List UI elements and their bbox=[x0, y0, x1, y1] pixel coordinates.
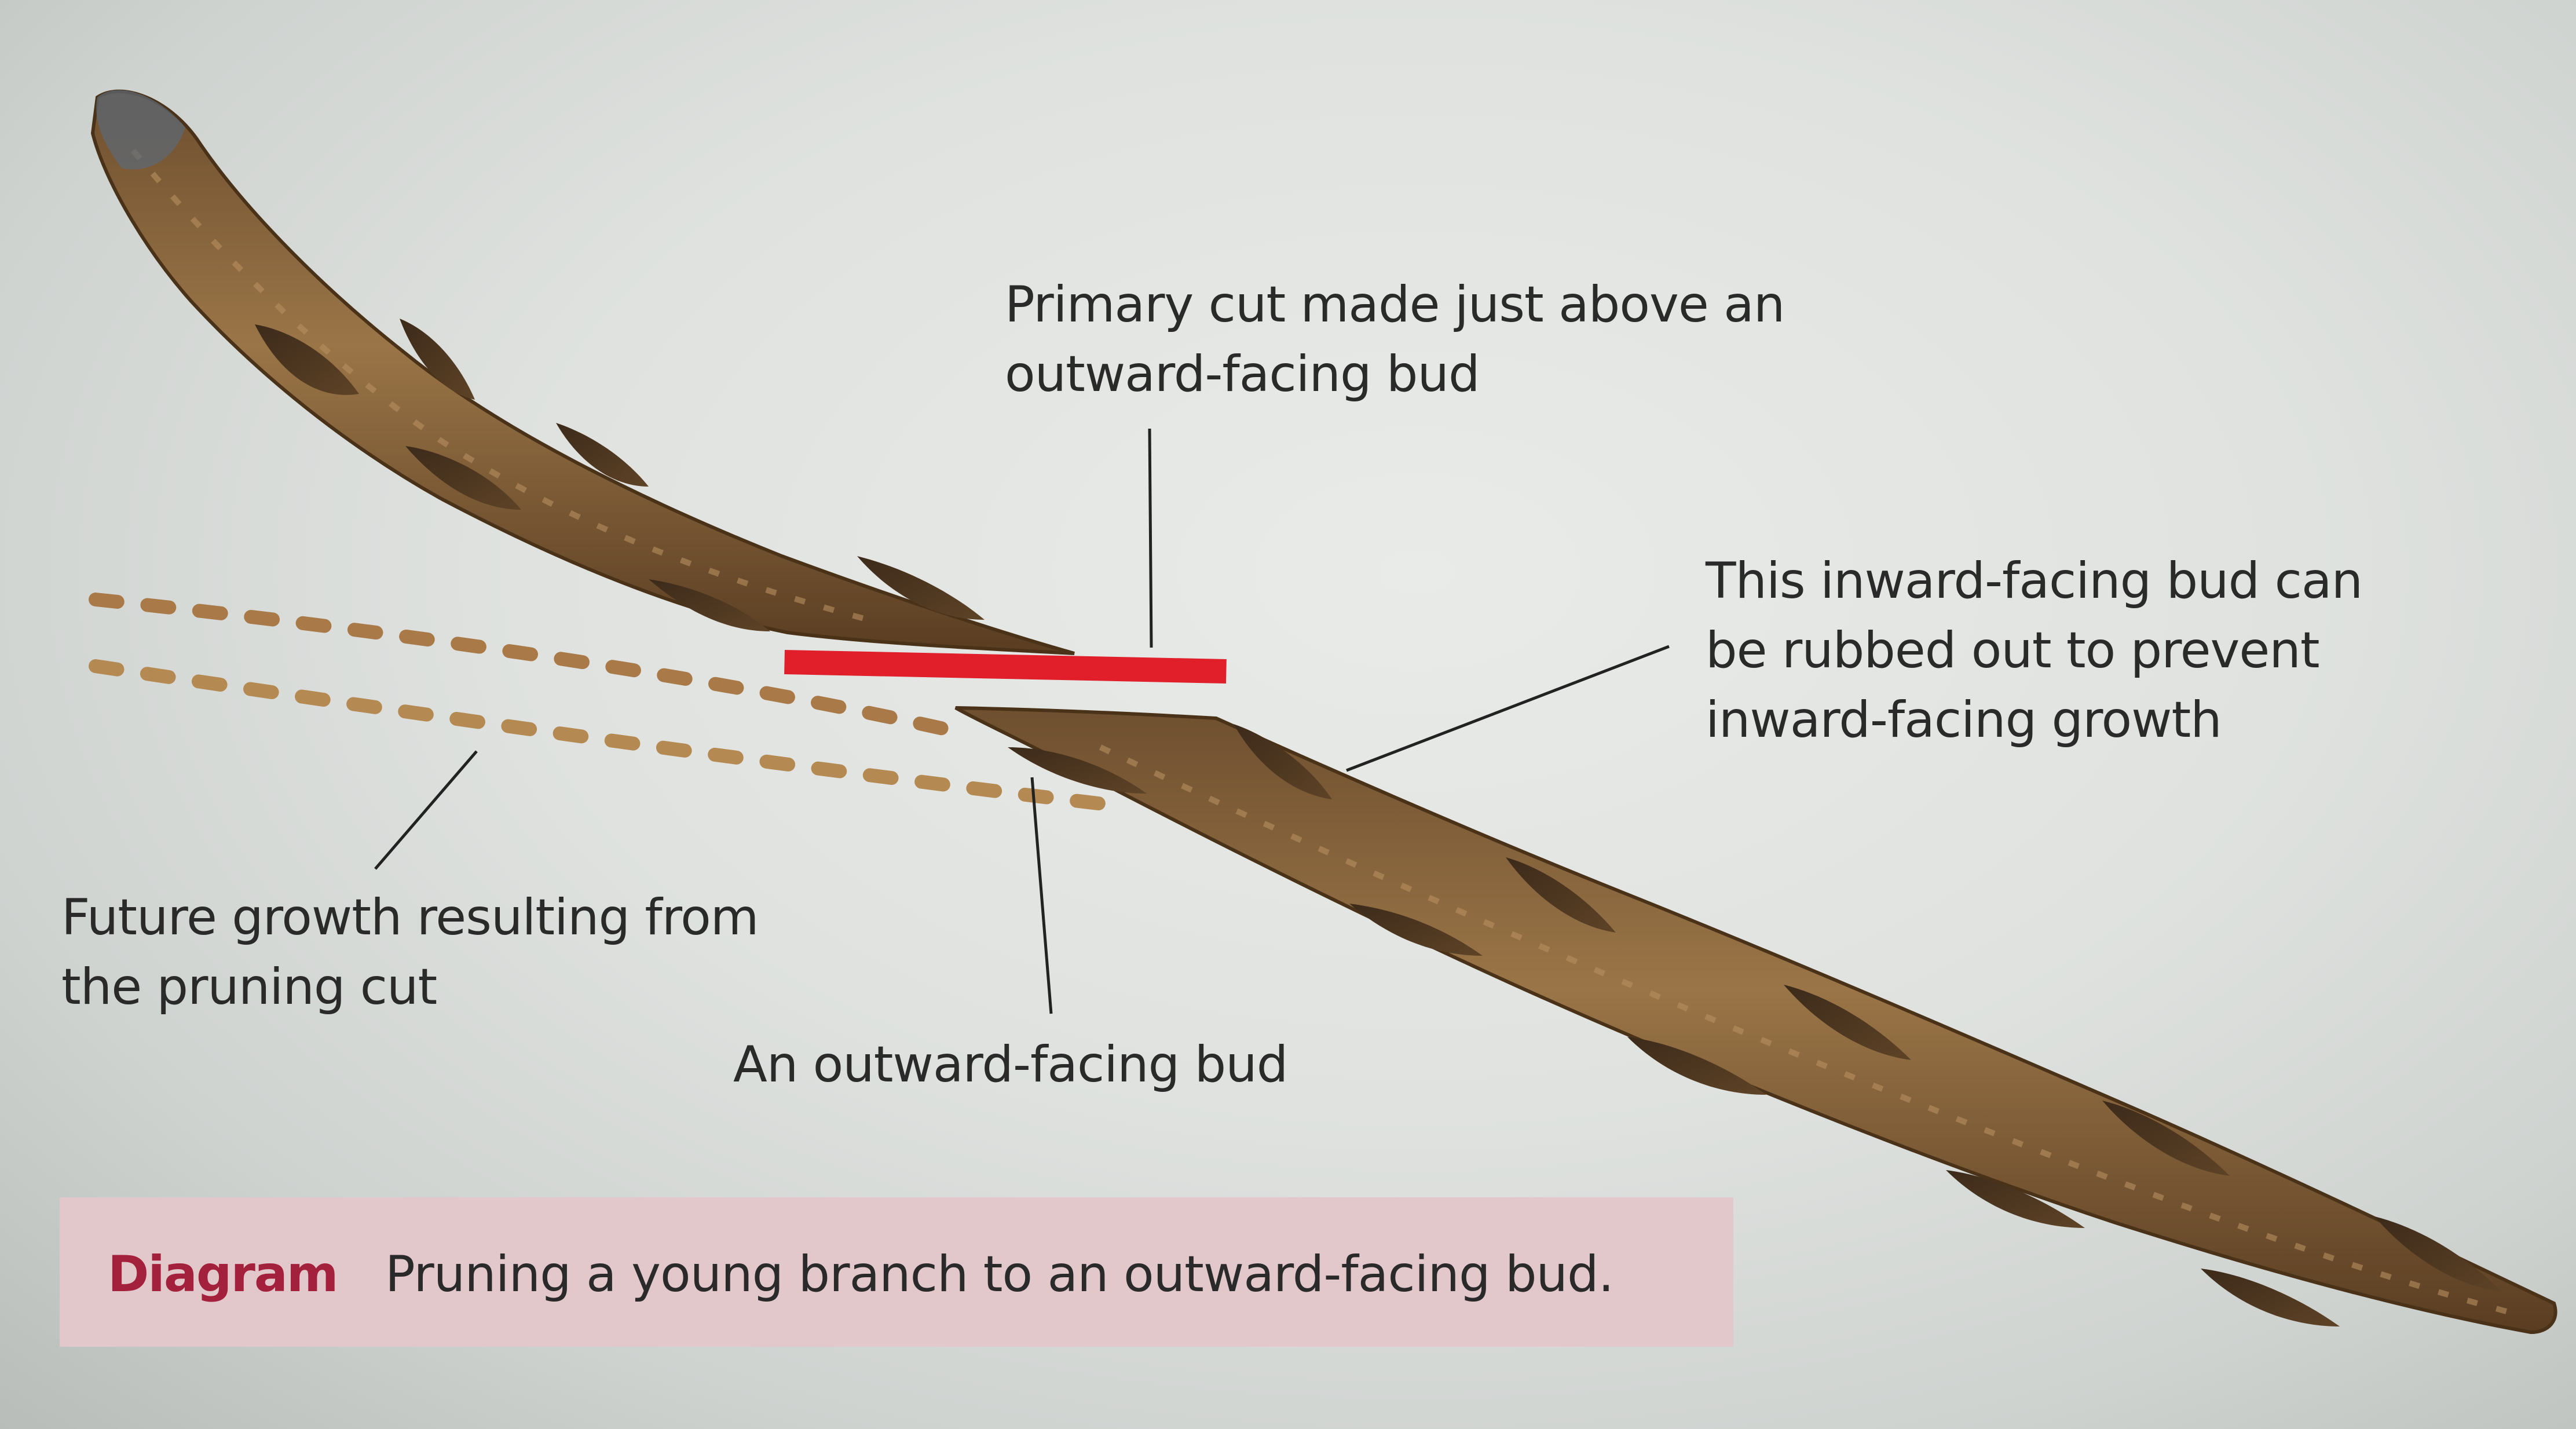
leader-inward-bud bbox=[1346, 645, 1670, 772]
label-future-growth-line-2: the pruning cut bbox=[61, 958, 437, 1016]
bud-lower-1 bbox=[1349, 904, 1483, 956]
bud-upper-5 bbox=[649, 579, 770, 631]
leader-lines bbox=[374, 428, 1670, 1014]
label-future-growth: Future growth resulting from the pruning… bbox=[61, 883, 759, 1022]
bud-lower-2 bbox=[1506, 857, 1616, 933]
bud-lower-7 bbox=[2201, 1269, 2340, 1326]
upper-branch-texture bbox=[131, 148, 870, 623]
caption-box bbox=[60, 1197, 1733, 1347]
label-primary-cut-line-1: Primary cut made just above an bbox=[1005, 276, 1785, 334]
upper-branch bbox=[90, 89, 1075, 655]
lower-branch bbox=[954, 706, 2557, 1335]
label-future-growth-line-1: Future growth resulting from bbox=[61, 889, 759, 946]
label-inward-bud-line-2: be rubbed out to prevent bbox=[1706, 622, 2320, 679]
leader-outward-bud bbox=[1030, 777, 1053, 1014]
label-inward-bud-line-3: inward-facing growth bbox=[1706, 691, 2222, 749]
primary-cut-line bbox=[784, 650, 1227, 684]
bud-upper-6 bbox=[857, 556, 985, 620]
future-growth-line-lower bbox=[89, 659, 1130, 813]
bud-upper-4 bbox=[556, 423, 649, 487]
upper-branch-body bbox=[90, 89, 1075, 655]
bud-upper-1 bbox=[255, 324, 359, 395]
leader-future-growth bbox=[374, 750, 478, 870]
label-inward-bud: This inward-facing bud can be rubbed out… bbox=[1706, 546, 2363, 755]
bud-upper-3 bbox=[405, 446, 521, 510]
upper-branch-tip bbox=[96, 90, 185, 170]
inward-bud bbox=[1234, 724, 1332, 799]
future-growth-line-upper bbox=[89, 593, 968, 740]
caption-text: Pruning a young branch to an outward-fac… bbox=[385, 1245, 1614, 1303]
outward-bud bbox=[1008, 747, 1147, 794]
bud-lower-5 bbox=[1946, 1170, 2085, 1228]
caption-tag: Diagram bbox=[108, 1245, 339, 1303]
label-outward-bud-text: An outward-facing bud bbox=[733, 1036, 1288, 1094]
bud-lower-6 bbox=[2102, 1101, 2230, 1176]
label-primary-cut-line-2: outward-facing bud bbox=[1005, 345, 1480, 403]
future-growth-lines bbox=[89, 593, 1130, 813]
bud-upper-2 bbox=[400, 319, 475, 400]
bud-lower-4 bbox=[1784, 985, 1911, 1060]
label-primary-cut: Primary cut made just above an outward-f… bbox=[1005, 270, 1785, 409]
label-outward-bud: An outward-facing bud bbox=[733, 1030, 1288, 1099]
label-inward-bud-line-1: This inward-facing bud can bbox=[1706, 552, 2363, 610]
bud-lower-3 bbox=[1627, 1037, 1766, 1095]
lower-branch-texture bbox=[1099, 744, 2520, 1318]
bud-lower-8 bbox=[2374, 1216, 2502, 1292]
leader-primary-cut bbox=[1148, 428, 1153, 648]
